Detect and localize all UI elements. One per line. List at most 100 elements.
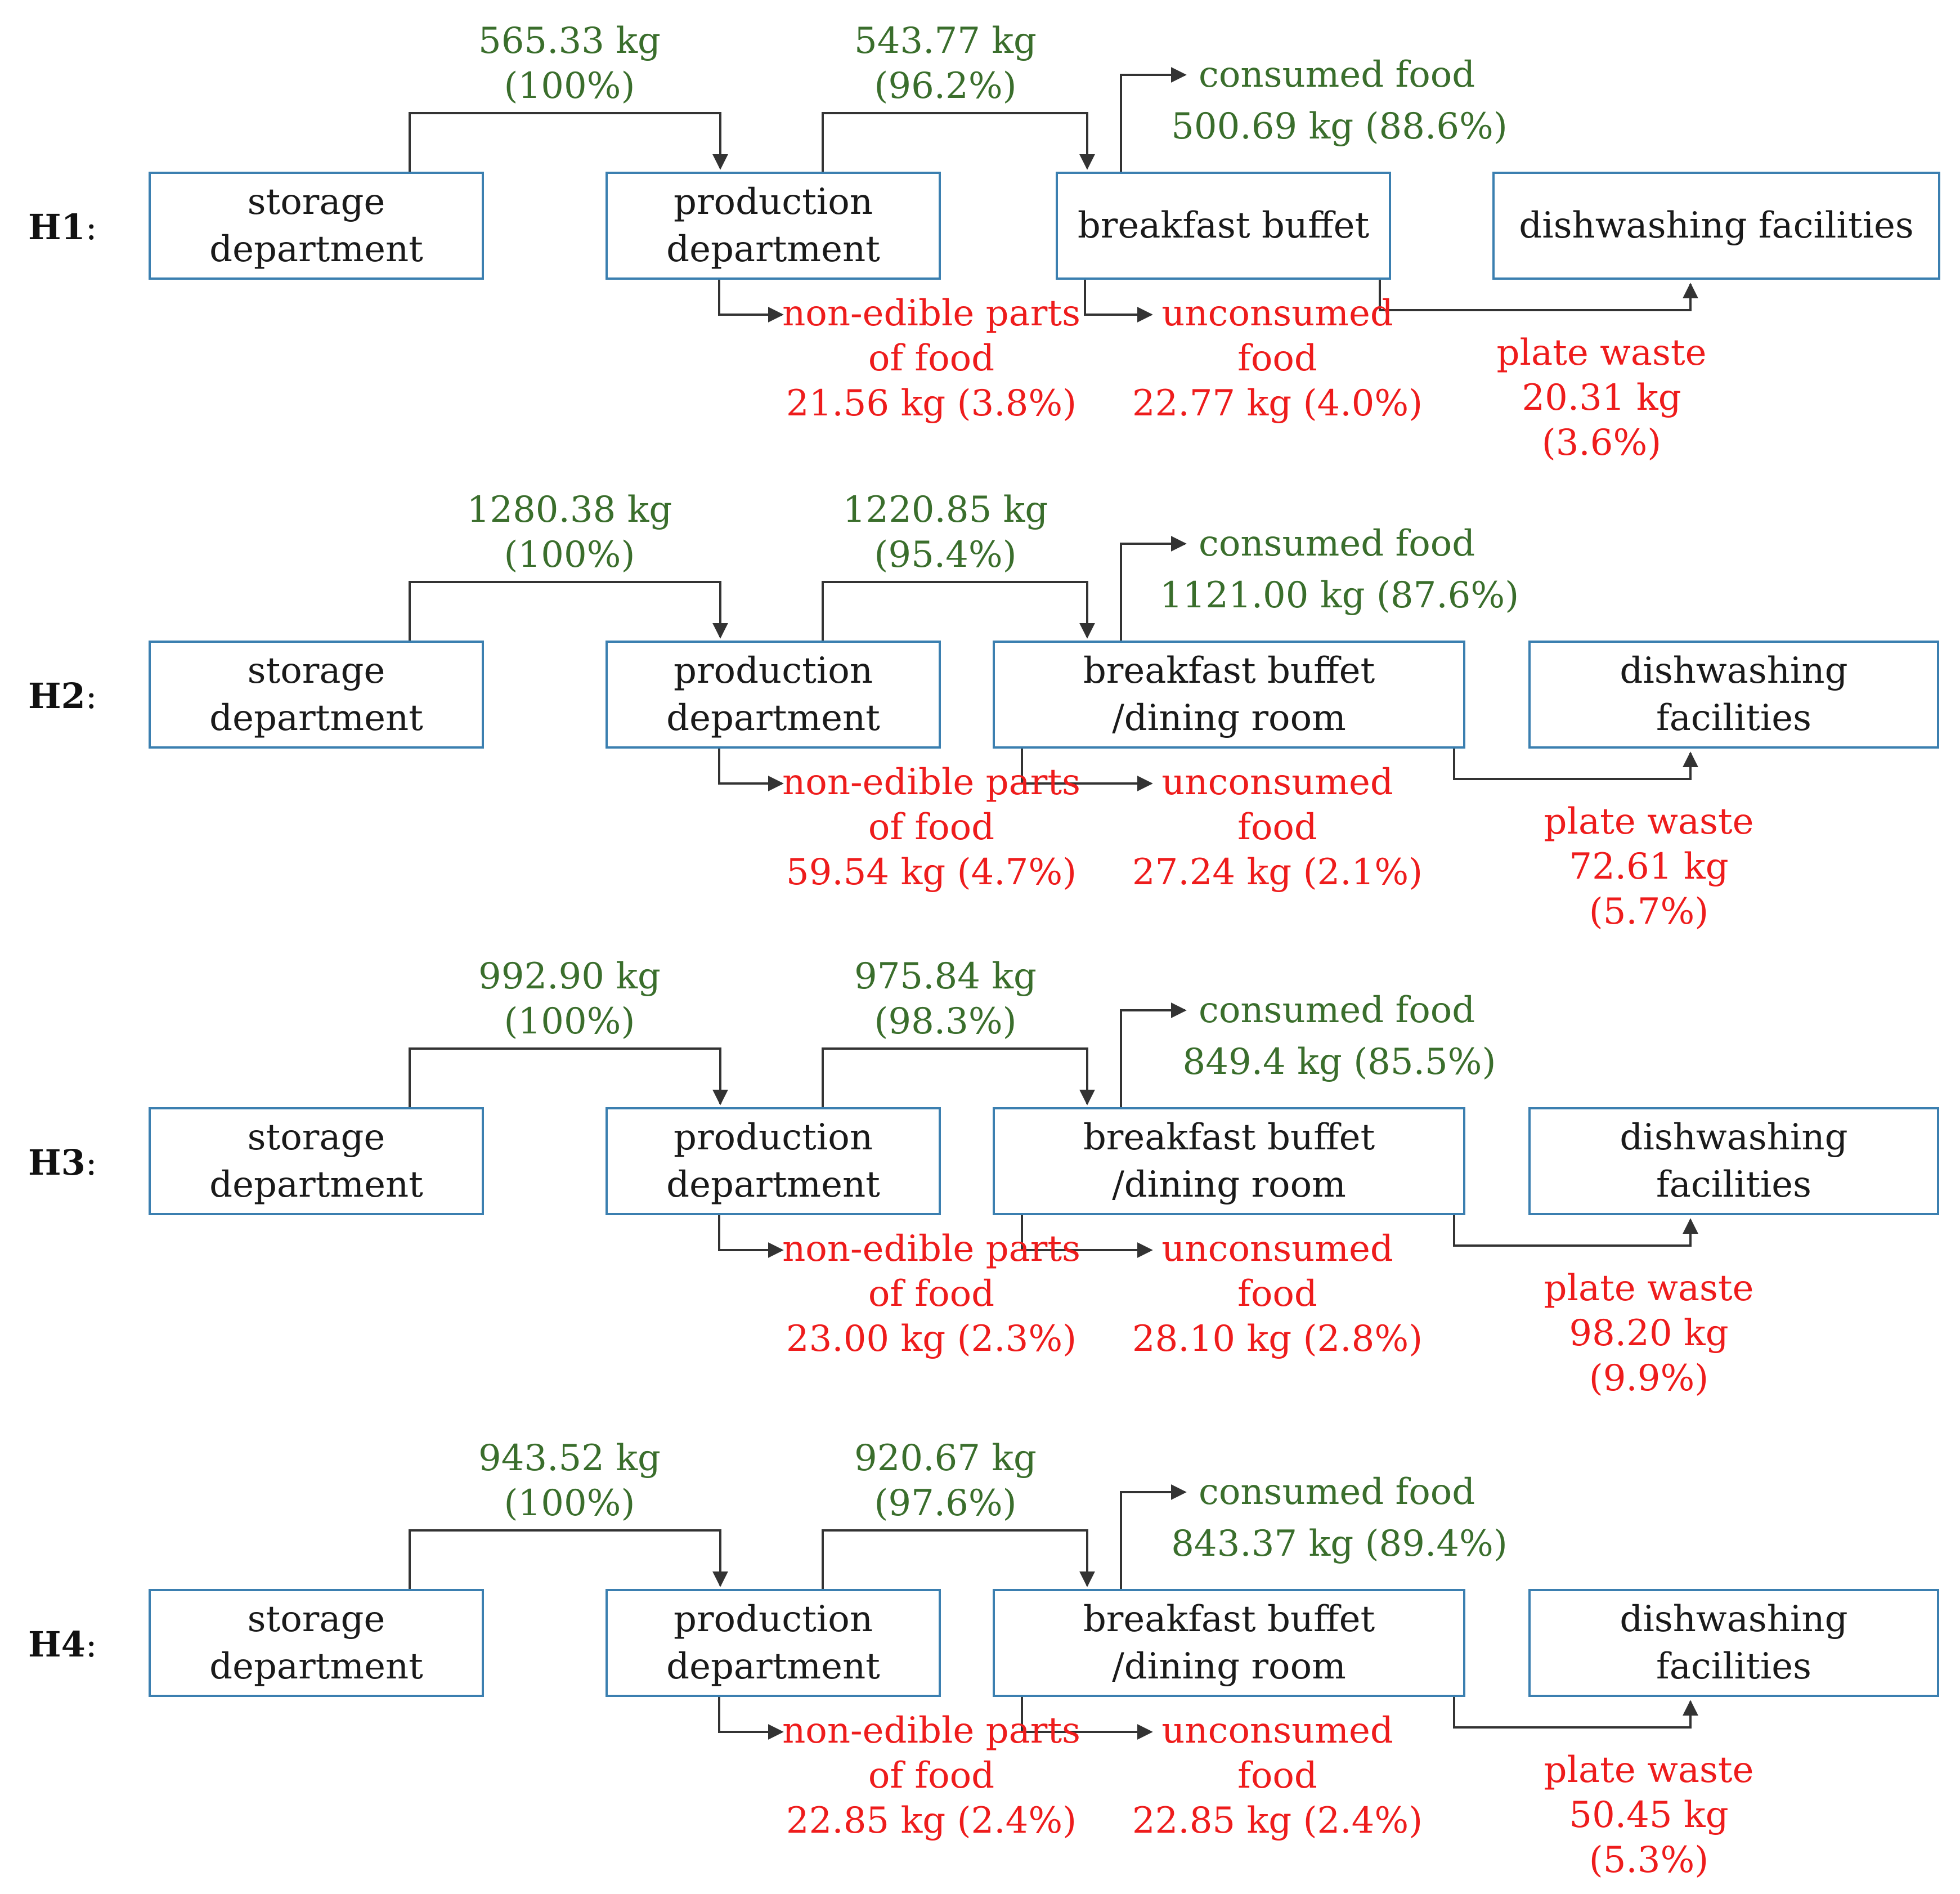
storage-output-h3: 992.90 kg(100%): [478, 954, 661, 1044]
nonedible-label-h1-line: of food: [868, 338, 995, 379]
production-output-h2-line: 1220.85 kg: [842, 489, 1048, 531]
arrow-plate-waste-h1: [1379, 280, 1698, 311]
arrow-nonedible-h3: [718, 1215, 784, 1258]
nonedible-label-h2-line: non-edible parts: [782, 762, 1080, 803]
arrow-production-buffet-h4: [822, 1529, 1095, 1589]
storage-box-h1-text: storage: [247, 181, 385, 223]
arrow-unconsumed-h1: [1084, 280, 1153, 323]
storage-output-h4-line: (100%): [504, 1483, 635, 1524]
arrow-unconsumed-h2: [1021, 749, 1153, 791]
arrow-storage-production-h4: [409, 1529, 728, 1589]
unconsumed-value-h4-line: 22.85 kg (2.4%): [1132, 1800, 1423, 1842]
buffet-box-h4-text: breakfast buffet: [1083, 1599, 1375, 1640]
dishwashing-box-h3-text: dishwashing: [1620, 1117, 1848, 1158]
consumed-food-label-h3-line: consumed food: [1199, 989, 1475, 1031]
storage-output-h2: 1280.38 kg(100%): [467, 487, 672, 577]
arrow-consumed-h1: [1120, 67, 1187, 172]
consumed-food-label-h4-line: consumed food: [1199, 1471, 1475, 1513]
arrow-production-buffet-h3: [822, 1047, 1095, 1107]
plate-waste-value-h3-line: (9.9%): [1589, 1358, 1709, 1399]
production-output-h4-line: 920.67 kg: [854, 1438, 1037, 1479]
production-output-h2-line: (95.4%): [874, 534, 1017, 576]
unconsumed-label-h1-line: food: [1237, 338, 1317, 379]
storage-output-h4: 943.52 kg(100%): [478, 1436, 661, 1526]
consumed-food-label-h1: consumed food: [1199, 52, 1475, 97]
dishwashing-box-h2-text: dishwashing: [1620, 650, 1848, 692]
nonedible-value-h2: 59.54 kg (4.7%): [786, 850, 1077, 895]
arrow-nonedible-h4: [718, 1697, 784, 1740]
plate-waste-value-h1: 20.31 kg(3.6%): [1522, 375, 1681, 465]
nonedible-label-h3-line: of food: [868, 1273, 995, 1315]
arrow-storage-production-h2: [409, 581, 728, 641]
dishwashing-box-h2: dishwashing facilities: [1528, 641, 1939, 749]
nonedible-value-h3: 23.00 kg (2.3%): [786, 1317, 1077, 1362]
production-box-h3-text: department: [666, 1164, 880, 1206]
unconsumed-label-h1-line: unconsumed: [1161, 293, 1393, 334]
dishwashing-box-h3-text: facilities: [1656, 1164, 1811, 1206]
production-output-h1-line: 543.77 kg: [854, 20, 1037, 62]
plate-waste-label-h4-line: plate waste: [1544, 1749, 1754, 1791]
storage-output-h3-line: (100%): [504, 1001, 635, 1042]
storage-output-h2-line: (100%): [504, 534, 635, 576]
consumed-food-label-h4: consumed food: [1199, 1470, 1475, 1515]
arrow-storage-production-h3: [409, 1047, 728, 1107]
production-output-h2: 1220.85 kg(95.4%): [843, 487, 1048, 577]
production-output-h3-line: 975.84 kg: [854, 956, 1037, 997]
production-output-h1-line: (96.2%): [874, 65, 1017, 107]
row-label-h2: H2:: [28, 675, 97, 717]
arrow-consumed-h3: [1120, 1002, 1187, 1107]
plate-waste-value-h2-line: 72.61 kg: [1569, 846, 1729, 888]
plate-waste-value-h4-line: (5.3%): [1589, 1839, 1709, 1881]
production-box-h2-text: production: [673, 650, 873, 692]
consumed-food-value-h1-line: 500.69 kg (88.6%): [1171, 106, 1508, 147]
buffet-box-h3: breakfast buffet/dining room: [993, 1107, 1465, 1215]
unconsumed-label-h2-line: unconsumed: [1161, 762, 1393, 803]
arrow-nonedible-h1: [718, 280, 784, 323]
unconsumed-label-h2-line: food: [1237, 807, 1317, 848]
unconsumed-value-h3-line: 28.10 kg (2.8%): [1132, 1318, 1423, 1360]
nonedible-label-h3-line: non-edible parts: [782, 1228, 1080, 1270]
plate-waste-label-h2-line: plate waste: [1544, 801, 1754, 843]
plate-waste-value-h1-line: (3.6%): [1541, 422, 1662, 464]
plate-waste-value-h3: 98.20 kg(9.9%): [1569, 1311, 1728, 1401]
consumed-food-value-h3: 849.4 kg (85.5%): [1183, 1040, 1496, 1085]
arrow-plate-waste-h4: [1453, 1697, 1698, 1729]
unconsumed-label-h3-line: food: [1237, 1273, 1317, 1315]
arrow-plate-waste-h2: [1453, 749, 1698, 780]
unconsumed-value-h2-line: 27.24 kg (2.1%): [1132, 852, 1423, 893]
unconsumed-label-h4-line: food: [1237, 1755, 1317, 1797]
buffet-box-h4-text: /dining room: [1112, 1646, 1346, 1687]
arrow-unconsumed-h4: [1021, 1697, 1153, 1740]
buffet-box-h2: breakfast buffet/dining room: [993, 641, 1465, 749]
storage-output-h3-line: 992.90 kg: [478, 956, 661, 997]
dishwashing-box-h1-text: dishwashing facilities: [1519, 205, 1914, 247]
arrow-nonedible-h2: [718, 749, 784, 791]
unconsumed-label-h4-line: unconsumed: [1161, 1710, 1393, 1752]
arrow-plate-waste-h3: [1453, 1215, 1698, 1247]
row-label-h4: H4:: [28, 1624, 97, 1665]
plate-waste-label-h3: plate waste: [1544, 1266, 1754, 1311]
arrow-production-buffet-h2: [822, 581, 1095, 641]
storage-output-h1-line: (100%): [504, 65, 635, 107]
row-label-h1: H1:: [28, 207, 97, 248]
production-output-h3: 975.84 kg(98.3%): [854, 954, 1037, 1044]
storage-output-h1: 565.33 kg(100%): [478, 19, 661, 109]
storage-box-h2-text: storage: [247, 650, 385, 692]
plate-waste-value-h1-line: 20.31 kg: [1522, 377, 1681, 419]
consumed-food-value-h4: 843.37 kg (89.4%): [1171, 1521, 1508, 1566]
buffet-box-h1: breakfast buffet: [1056, 172, 1391, 280]
dishwashing-box-h2-text: facilities: [1656, 697, 1811, 739]
dishwashing-box-h1: dishwashing facilities: [1492, 172, 1940, 280]
arrow-consumed-h2: [1120, 536, 1187, 641]
plate-waste-label-h2: plate waste: [1544, 799, 1754, 844]
plate-waste-value-h3-line: 98.20 kg: [1569, 1313, 1729, 1354]
production-box-h2-text: department: [666, 697, 880, 739]
